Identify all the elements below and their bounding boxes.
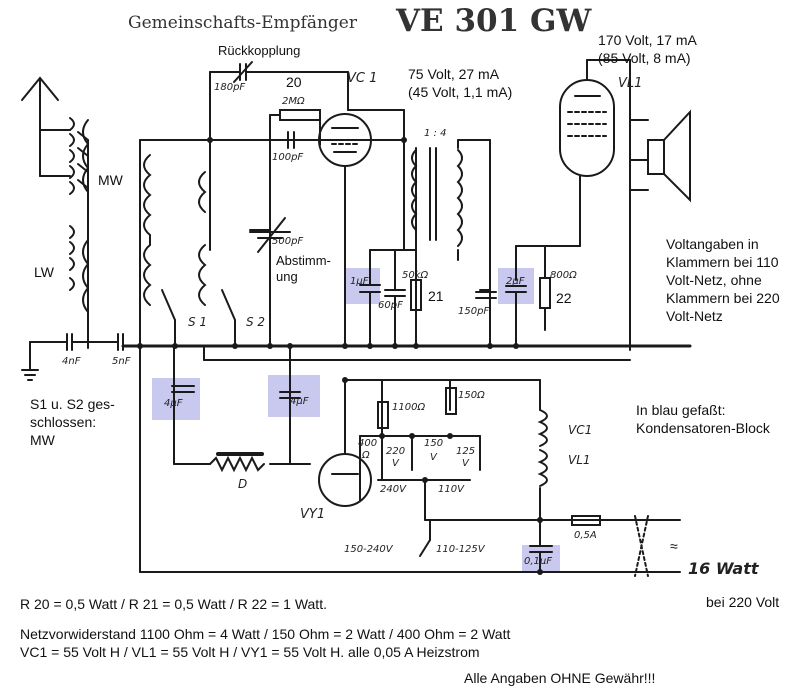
tube-label-vl1: VL1 (618, 76, 643, 91)
tap-150-a: 150 (424, 438, 444, 449)
block-note-1: In blau gefaßt: (636, 402, 726, 418)
voltage-note-3: Volt-Netz, ohne (666, 272, 762, 288)
capacitor-block-highlights (152, 268, 560, 572)
label-mw: MW (98, 172, 123, 188)
range-high: 150-240V (344, 544, 393, 555)
vl1-voltage-line2: (85 Volt, 8 mA) (598, 50, 691, 66)
vl1-voltage-line1: 170 Volt, 17 mA (598, 32, 697, 48)
label-heater-vl1: VL1 (568, 453, 591, 467)
value-r150: 150Ω (458, 390, 485, 401)
tube-label-vy1: VY1 (300, 507, 326, 522)
label-supply-power: 16 Watt (688, 559, 759, 578)
switch-note-3: MW (30, 432, 55, 448)
value-c4u-b: 4µF (290, 396, 309, 407)
value-c150: 150pF (458, 306, 490, 317)
voltage-note-2: Klammern bei 110 (666, 254, 779, 270)
value-c2u: 2µF (506, 276, 525, 287)
voltage-note-1: Voltangaben in (666, 236, 759, 252)
tap-125-b: V (462, 458, 469, 469)
tap-220-b: V (392, 458, 399, 469)
value-c60: 60pF (378, 300, 403, 311)
title-model: VE 301 GW (396, 3, 592, 39)
value-c1u: 1µF (350, 276, 369, 287)
voltage-note-5: Volt-Netz (666, 308, 723, 324)
value-r2m: 2MΩ (282, 96, 305, 107)
range-low: 110-125V (436, 544, 485, 555)
value-c4u-a: 4µF (164, 398, 183, 409)
disclaimer: Alle Angaben OHNE Gewähr!!! (464, 670, 656, 686)
label-rueckkopplung: Rückkopplung (218, 43, 301, 58)
vc1-voltage-line2: (45 Volt, 1,1 mA) (408, 84, 513, 100)
tap-220-a: 220 (386, 446, 406, 457)
value-110v: 110V (438, 484, 464, 495)
tap-150-b: V (430, 452, 437, 463)
tap-125-a: 125 (456, 446, 476, 457)
value-r50k: 50kΩ (402, 270, 429, 281)
block-note-2: Kondensatoren-Block (636, 420, 770, 436)
netz-resistor-ratings: Netzvorwiderstand 1100 Ohm = 4 Watt / 15… (20, 626, 511, 642)
value-c500: 500pF (272, 236, 304, 247)
label-choke-d: D (238, 477, 248, 491)
value-c5n: 5nF (112, 356, 131, 367)
value-r1100: 1100Ω (392, 402, 426, 413)
value-r400-b: Ω (362, 450, 370, 461)
switch-note-1: S1 u. S2 ges- (30, 396, 115, 412)
label-r20: 20 (286, 74, 302, 90)
value-r400-a: 400 (358, 438, 378, 449)
note-bei-220-volt: bei 220 Volt (706, 594, 780, 610)
value-r800: 800Ω (550, 270, 577, 281)
value-fuse: 0,5A (574, 530, 597, 541)
label-abstimmung-1: Abstimm- (276, 253, 331, 268)
resistor-ratings: R 20 = 0,5 Watt / R 21 = 0,5 Watt / R 22… (20, 596, 327, 612)
title-prefix: Gemeinschafts-Empfänger (128, 13, 357, 33)
label-abstimmung-2: ung (276, 269, 298, 284)
label-r21: 21 (428, 288, 444, 304)
label-ac-symbol: ≈ (670, 538, 678, 554)
vc1-voltage-line1: 75 Volt, 27 mA (408, 66, 500, 82)
label-switch-s1: S 1 (188, 315, 208, 329)
label-heater-vc1: VC1 (568, 423, 593, 437)
value-c4n: 4nF (62, 356, 81, 367)
label-lw: LW (34, 264, 54, 280)
label-r22: 22 (556, 290, 572, 306)
value-240v: 240V (380, 484, 406, 495)
label-transformer-ratio: 1 : 4 (424, 128, 447, 139)
tube-label-vc1: VC 1 (347, 71, 378, 86)
value-c100: 100pF (272, 152, 304, 163)
value-c180: 180pF (214, 82, 246, 93)
label-switch-s2: S 2 (246, 315, 266, 329)
heater-ratings: VC1 = 55 Volt H / VL1 = 55 Volt H / VY1 … (20, 644, 480, 660)
switch-note-2: schlossen: (30, 414, 97, 430)
voltage-note-4: Klammern bei 220 (666, 290, 780, 306)
junction-dots (137, 137, 543, 575)
value-c01u: 0,1µF (524, 556, 553, 567)
